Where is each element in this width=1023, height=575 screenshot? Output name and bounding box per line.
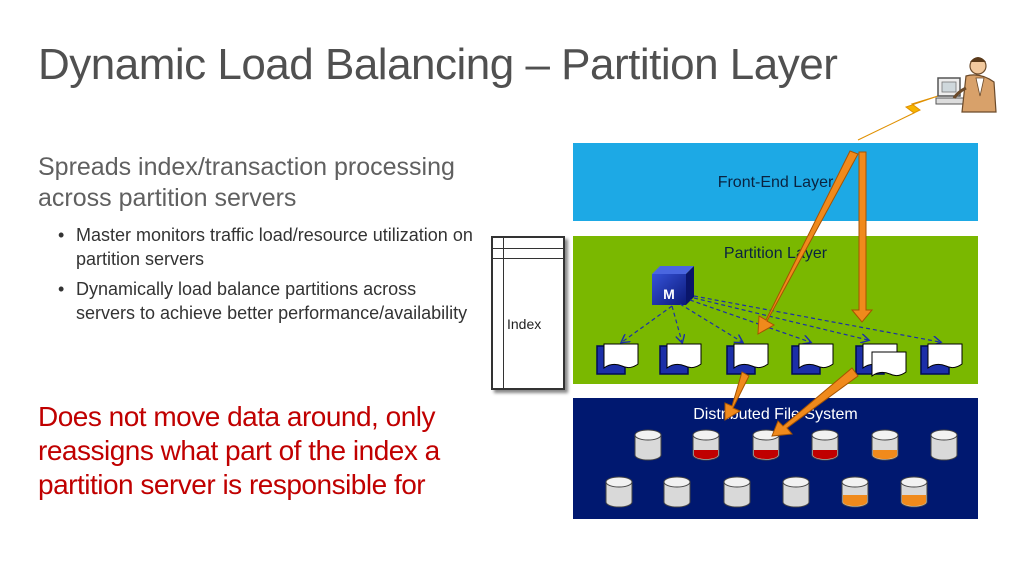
master-server-icon: M: [652, 266, 694, 305]
partition-server-icon: [791, 343, 834, 375]
storage-disks: [605, 429, 958, 508]
front-end-layer-label: Front-End Layer: [717, 174, 834, 191]
disk-icon: [871, 429, 899, 461]
disk-icon: [634, 429, 662, 461]
partition-servers: [596, 343, 963, 377]
disk-icon: [723, 476, 751, 508]
partition-server-icon: [659, 343, 702, 375]
front-end-layer: Front-End Layer: [573, 143, 978, 221]
bullet-item: Master monitors traffic load/resource ut…: [56, 223, 476, 271]
user-at-computer-icon: [935, 57, 997, 113]
partition-server-icon: [596, 343, 639, 375]
subheading: Spreads index/transaction processing acr…: [38, 153, 455, 212]
disk-icon: [605, 476, 633, 508]
index-document: Index: [491, 236, 565, 390]
lightning-bolt-icon: [857, 95, 939, 141]
request-flow-arrows: [724, 150, 874, 437]
bullet-list: Master monitors traffic load/resource ut…: [56, 223, 476, 331]
master-label: M: [663, 286, 675, 302]
disk-icon: [663, 476, 691, 508]
disk-icon: [900, 476, 928, 508]
index-label: Index: [507, 316, 542, 332]
partition-server-icon: [920, 343, 963, 375]
partition-server-icon: [855, 343, 907, 377]
highlight-note: Does not move data around, only reassign…: [38, 401, 440, 500]
disk-icon: [841, 476, 869, 508]
disk-icon: [930, 429, 958, 461]
disk-icon: [752, 429, 780, 461]
disk-icon: [692, 429, 720, 461]
bullet-item: Dynamically load balance partitions acro…: [56, 277, 476, 325]
partition-server-icon: [726, 343, 769, 375]
assignment-arrows: [622, 295, 940, 342]
slide-title: Dynamic Load Balancing – Partition Layer: [38, 40, 838, 89]
disk-icon: [782, 476, 810, 508]
disk-icon: [811, 429, 839, 461]
